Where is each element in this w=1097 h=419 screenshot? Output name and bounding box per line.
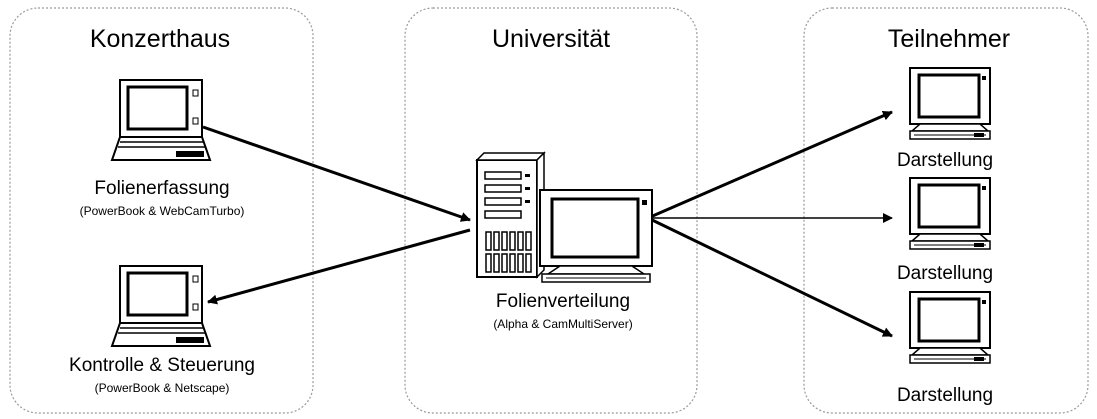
server-workstation-icon [475,151,653,283]
node-label-control: Kontrolle & Steuerung [69,355,255,376]
zone-frame-universitaet [404,7,698,414]
node-label-server: Folienverteilung [495,291,631,312]
node-label-display-1: Darstellung [896,150,994,171]
node-label-display-2: Darstellung [896,263,994,284]
tower-icon [475,151,546,279]
zone-frame-konzerthaus [9,7,314,414]
zone-title-konzerthaus: Konzerthaus [89,25,231,53]
laptop-icon [110,78,212,162]
edge-capture-to-server [202,125,471,222]
edge-server-to-control [207,228,471,305]
laptop-icon [110,264,212,348]
monitor-icon [539,189,653,283]
node-sublabel-server: (Alpha & CamMultiServer) [493,317,633,331]
edge-server-to-display-3 [647,216,893,338]
zone-title-universitaet: Universität [491,25,611,53]
monitor-icon [908,66,992,141]
monitor-icon [908,176,992,251]
zone-frame-teilnehmer [803,7,1089,414]
edge-server-to-display-1 [647,110,893,220]
zone-title-teilnehmer: Teilnehmer [887,25,1011,53]
monitor-icon [908,290,992,365]
node-label-display-3: Darstellung [896,385,994,406]
node-sublabel-capture: (PowerBook & WebCamTurbo) [79,204,245,218]
node-sublabel-control: (PowerBook & Netscape) [94,381,230,395]
node-label-capture: Folienerfassung [94,178,230,199]
